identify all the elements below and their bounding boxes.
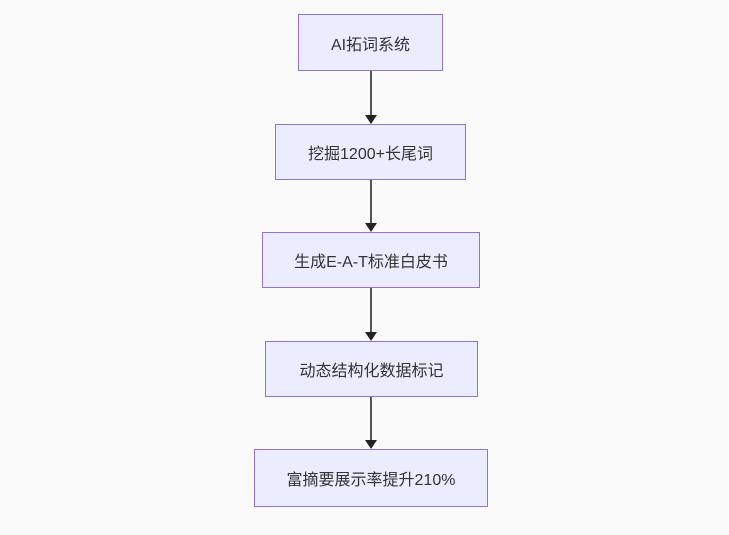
arrow-head-icon [365, 115, 377, 124]
arrow-head-icon [365, 223, 377, 232]
arrow-line [370, 397, 372, 442]
arrow-head-icon [365, 332, 377, 341]
arrow-connector-4 [365, 397, 377, 449]
arrow-line [370, 288, 372, 334]
node-label: AI拓词系统 [330, 36, 411, 54]
node-label: 生成E-A-T标准白皮书 [294, 254, 448, 271]
arrow-connector-1 [365, 71, 377, 124]
flowchart-node-4: 动态结构化数据标记 [265, 341, 478, 397]
flowchart-node-1: AI拓词系统 [298, 14, 443, 71]
node-label: 挖掘1200+长尾词 [308, 146, 433, 163]
node-label: 富摘要展示率提升210% [286, 472, 456, 489]
flowchart-node-5: 富摘要展示率提升210% [254, 449, 488, 507]
node-label: 动态结构化数据标记 [299, 363, 444, 380]
flowchart-node-3: 生成E-A-T标准白皮书 [262, 232, 480, 288]
arrow-line [370, 71, 372, 117]
arrow-line [370, 180, 372, 225]
flowchart-node-2: 挖掘1200+长尾词 [275, 124, 466, 180]
arrow-head-icon [365, 440, 377, 449]
arrow-connector-3 [365, 288, 377, 341]
arrow-connector-2 [365, 180, 377, 232]
